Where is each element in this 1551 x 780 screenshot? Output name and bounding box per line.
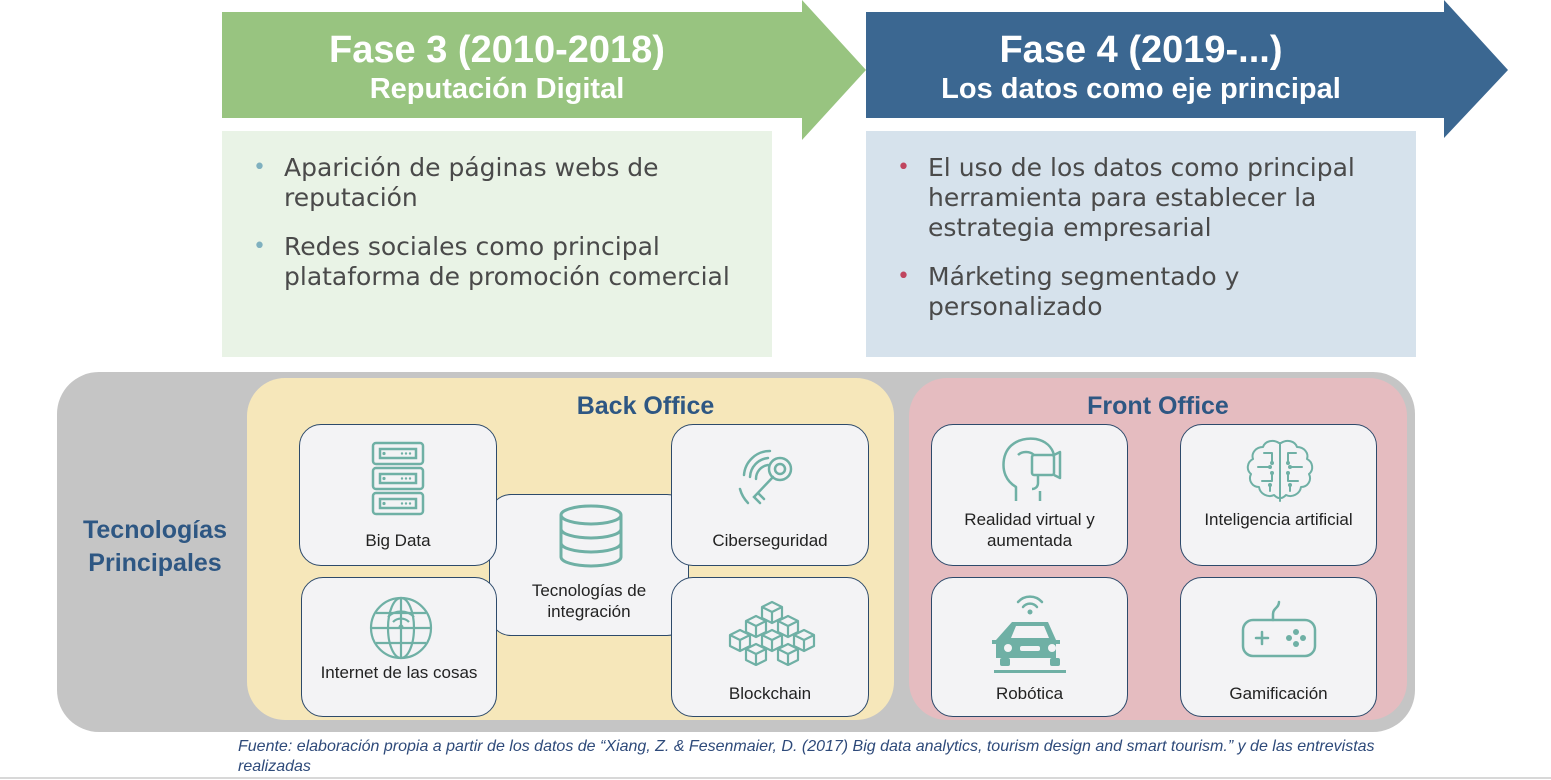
phase-4-arrow-shape	[866, 0, 1508, 138]
phase-3-title: Fase 3 (2010-2018)	[329, 29, 665, 71]
bullet-dot-icon: •	[253, 234, 266, 259]
phase-4-title: Fase 4 (2019-...)	[999, 29, 1283, 71]
iot-label: Internet de las cosas	[320, 663, 478, 682]
big-data-card: Big Data	[299, 424, 497, 566]
source-caption: Fuente: elaboración propia a partir de l…	[238, 738, 1375, 775]
blockchain-label: Blockchain	[728, 684, 812, 703]
iot-card: Internet de las cosas	[301, 577, 497, 717]
front-office-title: Front Office	[1087, 392, 1229, 420]
bullet-item: •Redes sociales como principal plataform…	[253, 232, 730, 291]
bullet-dot-icon: •	[897, 264, 910, 289]
bullet-dot-icon: •	[253, 155, 266, 180]
phase-3-box: •Aparición de páginas webs de reputación…	[222, 131, 772, 357]
vr-head-icon	[1002, 437, 1062, 501]
technologies-title: Tecnologías Principales	[82, 516, 227, 577]
robotics-card: Robótica	[931, 577, 1128, 717]
bullet-item: •Márketing segmentado y personalizado	[897, 262, 1240, 321]
robotics-label: Robótica	[995, 684, 1064, 703]
back-office-title: Back Office	[576, 392, 715, 420]
vr-card: Realidad virtual y aumentada	[931, 424, 1128, 566]
bullet-item: •El uso de los datos como principal herr…	[897, 153, 1355, 242]
phase-3-subtitle: Reputación Digital	[369, 73, 625, 105]
big-data-label: Big Data	[365, 531, 431, 550]
phase-4-box: •El uso de los datos como principal herr…	[866, 131, 1416, 357]
key-fingerprint-icon	[738, 449, 793, 505]
server-icon	[371, 441, 425, 516]
integration-label: Tecnologías de integración	[531, 581, 647, 621]
phase-3-arrow: Fase 3 (2010-2018) Reputación Digital	[222, 0, 872, 140]
bullet-dot-icon: •	[897, 155, 910, 180]
ai-card: Inteligencia artificial	[1180, 424, 1377, 566]
gamification-label: Gamificación	[1229, 684, 1328, 703]
brain-circuit-icon	[1246, 439, 1314, 502]
cybersecurity-card: Ciberseguridad	[671, 424, 869, 566]
integration-card: Tecnologías de integración	[489, 494, 689, 636]
autonomous-car-icon	[992, 595, 1066, 673]
phase-3-arrow-shape	[222, 0, 866, 140]
bottom-divider	[0, 777, 1551, 779]
gamification-card: Gamificación	[1180, 577, 1377, 717]
phase-4-bullets: •El uso de los datos como principal herr…	[897, 153, 1396, 322]
gamepad-icon	[1241, 600, 1317, 658]
phase-4-arrow: Fase 4 (2019-...) Los datos como eje pri…	[866, 0, 1516, 140]
database-icon	[559, 504, 623, 568]
bullet-item: •Aparición de páginas webs de reputación	[253, 153, 659, 212]
ai-label: Inteligencia artificial	[1204, 510, 1353, 529]
vr-label: Realidad virtual y aumentada	[964, 510, 1095, 550]
cybersecurity-label: Ciberseguridad	[712, 531, 828, 550]
globe-wifi-icon	[369, 596, 433, 660]
phase-4-subtitle: Los datos como eje principal	[941, 73, 1341, 105]
blocks-icon	[728, 600, 816, 666]
blockchain-card: Blockchain	[671, 577, 869, 717]
phase-3-bullets: •Aparición de páginas webs de reputación…	[253, 153, 752, 292]
